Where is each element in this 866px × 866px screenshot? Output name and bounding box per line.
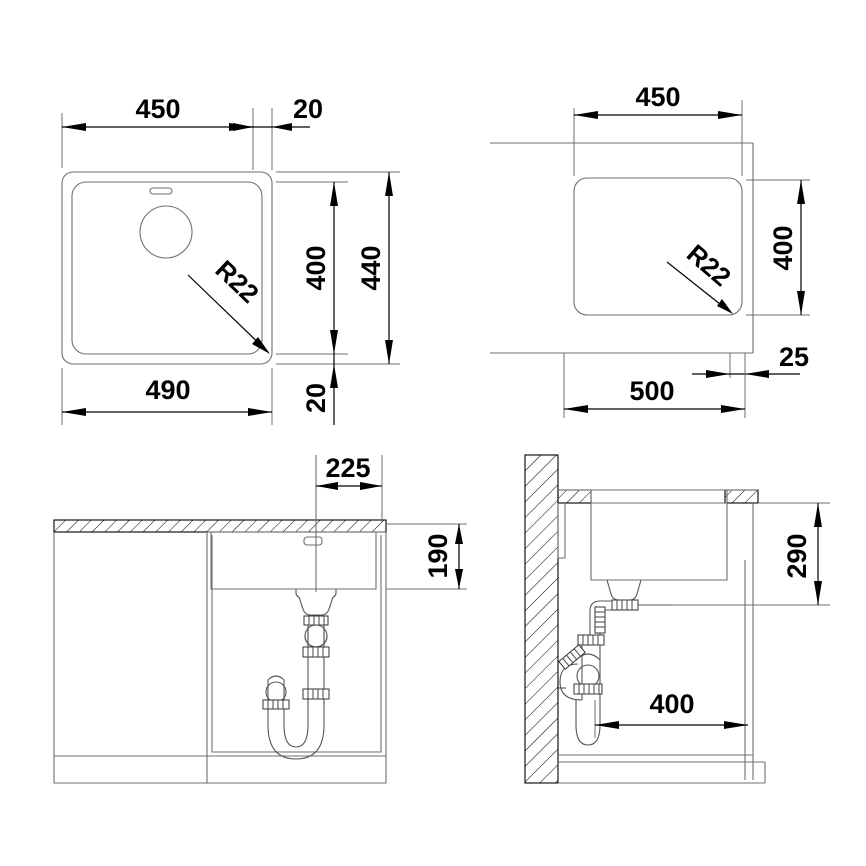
dim-arrow-450-left — [62, 123, 86, 131]
anut-rib-b — [566, 654, 574, 664]
countertop-slab-right — [724, 489, 759, 504]
pipe-horizontal-upper — [589, 600, 612, 640]
dim-label-400-right: 400 — [301, 245, 331, 290]
trap-u-bend-outer — [267, 680, 325, 760]
dim-label-20-top: 20 — [293, 94, 323, 124]
dim-arrow-400-bottom-2 — [797, 291, 805, 315]
trap-nut-side — [262, 699, 290, 710]
anut-rib-a — [562, 657, 570, 667]
dim-arrow-225-right — [360, 482, 382, 490]
overflow-slot-section — [303, 536, 323, 546]
view-plan-cutout: R22 450 400 25 500 — [490, 82, 810, 418]
dim-label-450-top: 450 — [135, 94, 180, 124]
drain-hole — [139, 205, 193, 259]
dim-arrow-290-bottom — [814, 581, 822, 605]
dim-arrow-20-right — [272, 123, 292, 131]
dim-arrow-190-bottom — [455, 569, 463, 589]
overflow-slot — [149, 187, 173, 195]
sink-bowl-outline — [71, 181, 263, 355]
dim-arrow-400-top — [330, 182, 338, 206]
dim-label-400-cutout: 400 — [768, 225, 798, 270]
view-side-section: 290 400 — [524, 454, 830, 784]
dim-arrow-225-left — [316, 482, 338, 490]
dim-arrow-440-bottom — [385, 340, 393, 364]
dim-label-490-bottom: 490 — [145, 375, 190, 405]
dim-arrow-450-right-2 — [718, 111, 742, 119]
cabinet-back-panel — [557, 503, 566, 559]
anut-rib-d — [573, 648, 581, 657]
sink-outer-outline — [61, 171, 273, 365]
radius-leader-arrowhead — [252, 337, 270, 354]
dim-arrow-20-bottom — [330, 364, 338, 388]
radius-leader-line — [187, 274, 269, 353]
drain-nut-3 — [302, 688, 330, 700]
dim-label-190: 190 — [423, 533, 453, 578]
sink-bowl-side-section — [590, 490, 728, 581]
trap-side-u-inner — [575, 700, 601, 746]
dim-arrow-400-bottom — [330, 330, 338, 354]
dim-arrow-400-top-2 — [797, 180, 805, 204]
drain-nut-side-1 — [611, 599, 639, 611]
drain-nut-side-2 — [577, 634, 605, 646]
dim-label-440-right: 440 — [356, 245, 386, 290]
dim-label-290: 290 — [782, 533, 812, 578]
elbow-nut-vertical — [594, 606, 606, 634]
dim-arrow-190-top — [455, 524, 463, 544]
radius-leader-arrowhead-2 — [717, 299, 733, 314]
dim-label-225: 225 — [325, 453, 370, 483]
drain-nut-2 — [302, 646, 330, 658]
sink-bowl-section — [210, 532, 377, 590]
view-front-section: 225 190 — [53, 453, 467, 784]
drain-body — [295, 589, 337, 616]
dim-arrow-400-left-3 — [595, 721, 619, 729]
dim-label-25: 25 — [779, 342, 809, 372]
trap-angled-nut — [558, 644, 586, 670]
anut-rib-c — [569, 651, 578, 660]
dim-arrow-440-top — [385, 172, 393, 196]
trap-u-bend-inner — [283, 680, 309, 748]
trap-side-inlet-cap — [267, 675, 285, 681]
dim-label-20-bottom: 20 — [301, 383, 331, 413]
dim-arrow-450-left-2 — [574, 111, 598, 119]
trap-angled-nut-group — [558, 644, 586, 670]
dim-arrow-290-top — [814, 503, 822, 527]
dim-arrow-490-right — [248, 408, 272, 416]
dim-label-450-cutout: 450 — [635, 82, 680, 112]
dim-arrow-500-left — [564, 405, 588, 413]
dim-arrow-25-right — [745, 370, 769, 378]
sink-cabinet-inner — [211, 535, 382, 753]
dim-arrow-490-left — [62, 408, 86, 416]
dim-arrow-20-left — [233, 123, 253, 131]
cabinet-outline — [53, 532, 387, 784]
dim-label-500: 500 — [629, 376, 674, 406]
drain-nut-side-3 — [573, 683, 603, 695]
cutout-outline — [573, 177, 743, 316]
wall-section — [524, 454, 559, 784]
dim-arrow-25-left — [706, 370, 730, 378]
dim-arrow-400-right-3 — [724, 721, 748, 729]
dim-arrow-500-right — [721, 405, 745, 413]
dim-label-400-depth: 400 — [649, 689, 694, 719]
countertop-slab — [53, 519, 387, 533]
countertop-slab-left — [557, 489, 592, 504]
